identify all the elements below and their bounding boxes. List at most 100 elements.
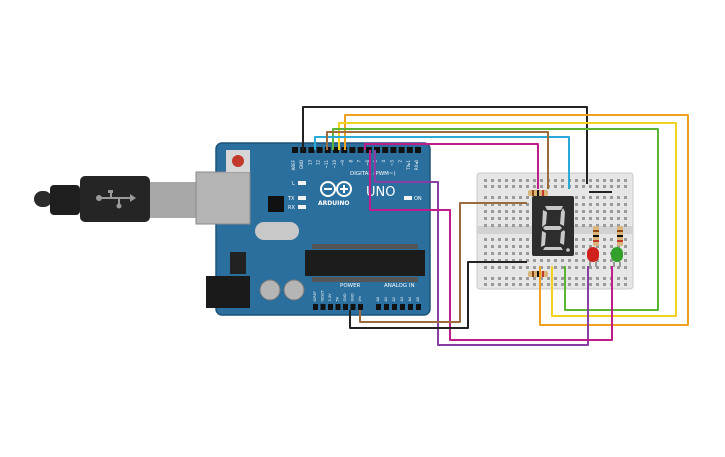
breadboard-hole [617, 217, 620, 220]
breadboard-hole [575, 259, 578, 262]
breadboard-hole [603, 283, 606, 286]
breadboard-hole [498, 266, 501, 269]
breadboard-hole [603, 210, 606, 213]
power-pin[interactable] [343, 304, 348, 310]
breadboard-hole [582, 210, 585, 213]
wire-brown-bottom[interactable] [359, 202, 527, 323]
breadboard-hole [526, 217, 529, 220]
breadboard-hole [561, 283, 564, 286]
breadboard-hole [519, 283, 522, 286]
resistor-2[interactable] [528, 271, 548, 277]
arduino-infinity-logo [320, 181, 352, 197]
wire-orange-outer[interactable] [344, 114, 689, 326]
wire-brown-top[interactable] [326, 131, 549, 189]
arduino-board[interactable]: L TX RX ON ARDUINO UNO DIGITAL (PWM~) PO… [195, 142, 431, 316]
wire-yellow[interactable] [338, 122, 677, 317]
analog-pin[interactable] [392, 304, 397, 310]
breadboard-hole [512, 238, 515, 241]
breadboard-hole [610, 245, 613, 248]
breadboard-hole [624, 238, 627, 241]
digital-pin[interactable] [357, 147, 364, 153]
analog-pin[interactable] [400, 304, 405, 310]
breadboard-hole [505, 252, 508, 255]
breadboard-hole [484, 283, 487, 286]
breadboard-hole [526, 203, 529, 206]
breadboard-hole [582, 266, 585, 269]
breadboard-hole [526, 252, 529, 255]
wire-purple[interactable] [374, 150, 589, 346]
breadboard-hole [554, 277, 557, 280]
breadboard-hole [589, 196, 592, 199]
digital-pin[interactable] [308, 147, 315, 153]
power-pin[interactable] [335, 304, 341, 310]
digital-pin[interactable] [415, 147, 421, 153]
breadboard-hole [533, 277, 536, 280]
led-red[interactable] [587, 247, 599, 267]
digital-pin[interactable] [333, 147, 339, 153]
usb-b-port[interactable] [195, 171, 251, 225]
power-pin-label: Vin [358, 296, 362, 302]
reset-button[interactable] [232, 155, 244, 167]
power-analog-pin-header[interactable] [313, 304, 421, 310]
breadboard-hole [519, 245, 522, 248]
digital-pin[interactable] [316, 147, 323, 153]
resistor-3[interactable] [593, 226, 599, 246]
analog-pin[interactable] [376, 304, 381, 310]
breadboard-hole [526, 210, 529, 213]
breadboard-hole [624, 252, 627, 255]
breadboard-hole [617, 185, 620, 188]
breadboard-hole [505, 179, 508, 182]
breadboard-hole [505, 203, 508, 206]
breadboard-hole [582, 196, 585, 199]
power-pin[interactable] [358, 304, 363, 310]
breadboard-hole [554, 259, 557, 262]
digital-pin[interactable] [365, 147, 372, 153]
breadboard-hole [624, 179, 627, 182]
seven-segment-display[interactable] [532, 196, 574, 256]
resistor-1[interactable] [528, 190, 548, 196]
digital-pin[interactable] [382, 147, 389, 153]
breadboard-hole [484, 217, 487, 220]
breadboard-hole [491, 277, 494, 280]
wire-cyan[interactable] [314, 136, 570, 189]
power-pin[interactable] [313, 304, 318, 310]
digital-pin[interactable] [349, 147, 356, 153]
breadboard-hole [575, 196, 578, 199]
breadboard-hole [526, 266, 529, 269]
digital-pin[interactable] [398, 147, 405, 153]
led-green[interactable] [611, 247, 623, 267]
resistor-4[interactable] [617, 226, 623, 246]
digital-pin-label: 2 [398, 160, 403, 163]
digital-pin[interactable] [390, 147, 397, 153]
analog-pin-label: A3 [400, 297, 404, 302]
breadboard-hole [491, 238, 494, 241]
analog-pin[interactable] [416, 304, 421, 310]
breadboard-hole [498, 185, 501, 188]
usb-cable[interactable] [34, 176, 196, 222]
digital-pin[interactable] [374, 147, 380, 153]
seven-segment-digit [541, 206, 570, 252]
wire-magenta[interactable] [369, 150, 613, 341]
digital-pin[interactable] [406, 147, 413, 153]
breadboard-hole [491, 217, 494, 220]
wire-pink-top[interactable] [364, 143, 539, 189]
breadboard-hole [491, 252, 494, 255]
wire-black-top[interactable] [302, 106, 588, 184]
power-pin[interactable] [328, 304, 333, 310]
analog-pin[interactable] [384, 304, 389, 310]
power-pin[interactable] [350, 304, 356, 310]
usb-icon [96, 190, 136, 209]
power-pin[interactable] [320, 304, 326, 310]
crystal-oscillator [255, 222, 299, 240]
breadboard-hole [575, 210, 578, 213]
power-pin-label: GND [351, 293, 355, 301]
dc-power-jack[interactable] [206, 276, 250, 308]
breadboard-hole [617, 266, 620, 269]
breadboard-hole [596, 224, 599, 227]
digital-pin[interactable] [292, 147, 298, 153]
breadboard-hole [575, 252, 578, 255]
wire-black-bottom[interactable] [349, 261, 527, 329]
breadboard-hole [561, 277, 564, 280]
analog-pin[interactable] [408, 304, 413, 310]
